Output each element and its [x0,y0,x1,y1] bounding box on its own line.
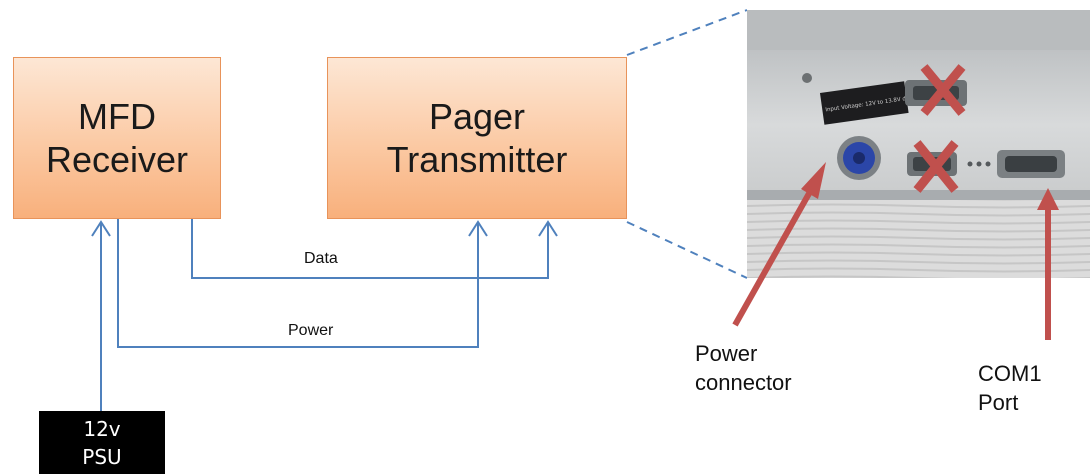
pager-transmitter-line2: Transmitter [386,139,568,180]
com1-port-label-line1: COM1 [978,361,1042,386]
mfd-receiver-box: MFD Receiver [13,57,221,219]
device-rear-panel-photo: Input Voltage: 12V to 13.8V dc Max [747,10,1090,278]
data-line [191,219,549,279]
data-wire-label: Data [304,250,338,267]
psu-box: 12v PSU [39,411,165,474]
power-connector-arrowhead [801,162,826,199]
pager-transmitter-line1: Pager [428,95,526,137]
psu-line1: 12v [83,416,121,441]
power-connector-label: Power connector [695,340,792,397]
power-connector-label-line2: connector [695,369,792,395]
pager-transmitter-box: Pager Transmitter [327,57,627,219]
voltage-label-plate [819,81,909,125]
power-connector-label-line1: Power [695,341,758,366]
mfd-receiver-line2: Receiver [45,139,189,180]
com1-port-label-line2: Port [978,389,1019,415]
bolt-icon [802,73,812,83]
com1-port-arrowhead [1037,188,1059,210]
table-surface [747,200,1090,278]
power-line [117,219,479,348]
power-wire-label: Power [288,322,334,339]
data-arrowhead [538,220,558,237]
power-arrowhead [468,220,488,237]
zoom-line-top [626,9,748,56]
power-connector-arrow [732,188,814,327]
psu-line2: PSU [82,444,122,469]
mfd-receiver-line1: MFD [78,95,156,137]
cross-icon-middle [913,140,959,193]
com1-port-label: COM1 Port [978,360,1042,417]
cross-icon-top [920,64,966,116]
psu-arrowhead [91,220,111,237]
